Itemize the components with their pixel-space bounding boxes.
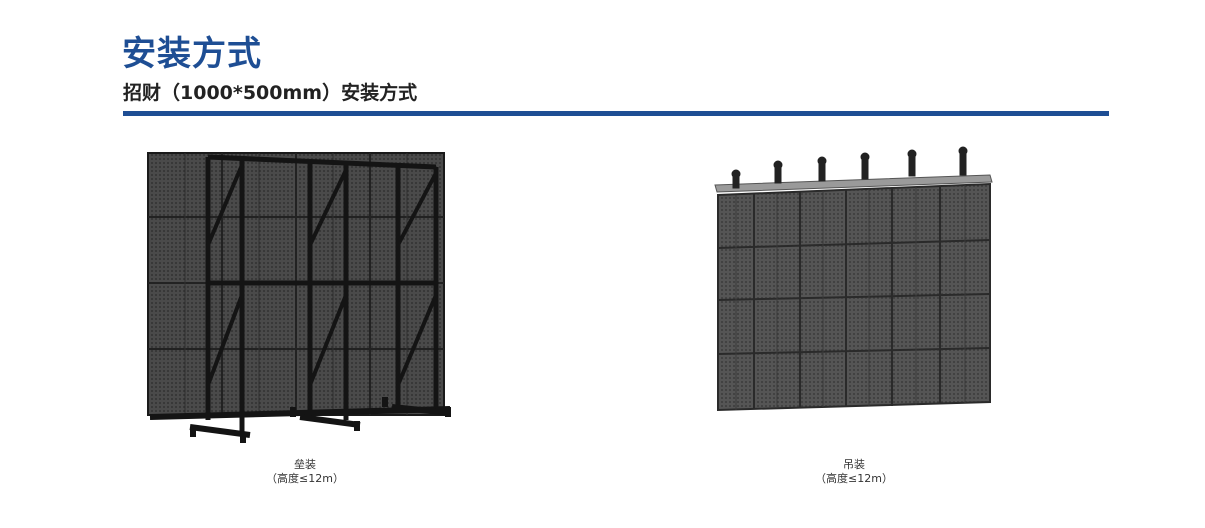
- divider: [123, 111, 1109, 116]
- caption-stacked: 垒装 （高度≤12m）: [250, 458, 360, 486]
- caption-hanging: 吊装 （高度≤12m）: [799, 458, 909, 486]
- stacked-led-wall-image: [147, 152, 451, 443]
- caption-stacked-height: （高度≤12m）: [266, 472, 344, 485]
- caption-hanging-title: 吊装: [843, 458, 865, 471]
- caption-hanging-height: （高度≤12m）: [815, 472, 893, 485]
- page-title: 安装方式: [122, 34, 262, 74]
- page-subtitle: 招财（1000*500mm）安装方式: [123, 82, 418, 104]
- hanging-led-wall-image: [714, 146, 993, 412]
- caption-stacked-title: 垒装: [294, 458, 316, 471]
